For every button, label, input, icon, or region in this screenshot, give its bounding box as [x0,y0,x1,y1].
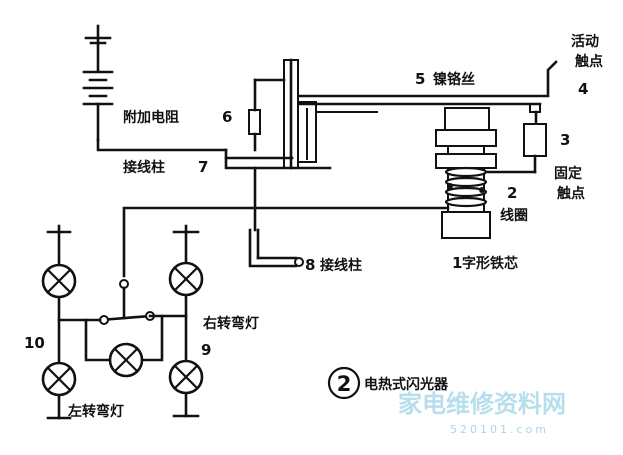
indicator-lamp [108,342,144,378]
watermark-main: 家电维修资料网 [398,390,566,418]
label-coil: 线圈 [500,207,528,224]
label-right-lamp: 右转弯灯 [202,315,259,332]
label-movable-contact-2: 触点 [574,53,603,70]
battery [82,24,228,152]
coil [444,166,488,208]
right-lamp-bottom [168,359,204,395]
caption-text: 电热式闪光器 [364,376,449,393]
label-fixed-contact-1: 固定 [554,165,582,182]
label-terminal-7-num: 7 [198,158,208,176]
caption: 2 电热式闪光器 [327,366,449,400]
label-resistor-num: 6 [222,108,232,126]
lamp-network [41,224,204,420]
fixed-contact [523,123,547,157]
label-terminal-7: 接线柱 [123,159,165,176]
label-left-lamp-num: 10 [24,334,45,352]
label-core-num: 1 [452,254,462,272]
right-lamp-top [168,261,204,297]
left-lamp-top [41,263,77,299]
label-left-lamp: 左转弯灯 [67,403,124,420]
left-lamp-bottom [41,361,77,397]
label-terminal-8-num: 8 [305,256,315,274]
caption-number: 2 [337,372,352,396]
label-core: 字形铁芯 [462,255,518,272]
label-coil-num: 2 [507,184,517,202]
label-fixed-contact-num: 3 [560,131,570,149]
label-nichrome: 镍铬丝 [433,71,475,88]
resistor [248,109,261,135]
label-movable-contact-1: 活动 [571,33,599,50]
label-resistor: 附加电阻 [123,109,179,126]
label-nichrome-num: 5 [415,70,425,88]
flasher-body [122,58,558,278]
label-right-lamp-num: 9 [201,341,211,359]
label-movable-contact-num: 4 [578,80,588,98]
watermark: 家电维修资料网 520101.com [398,390,566,436]
label-terminal-8: 接线柱 [320,257,362,274]
watermark-sub: 520101.com [450,423,549,436]
label-fixed-contact-2: 触点 [556,185,585,202]
